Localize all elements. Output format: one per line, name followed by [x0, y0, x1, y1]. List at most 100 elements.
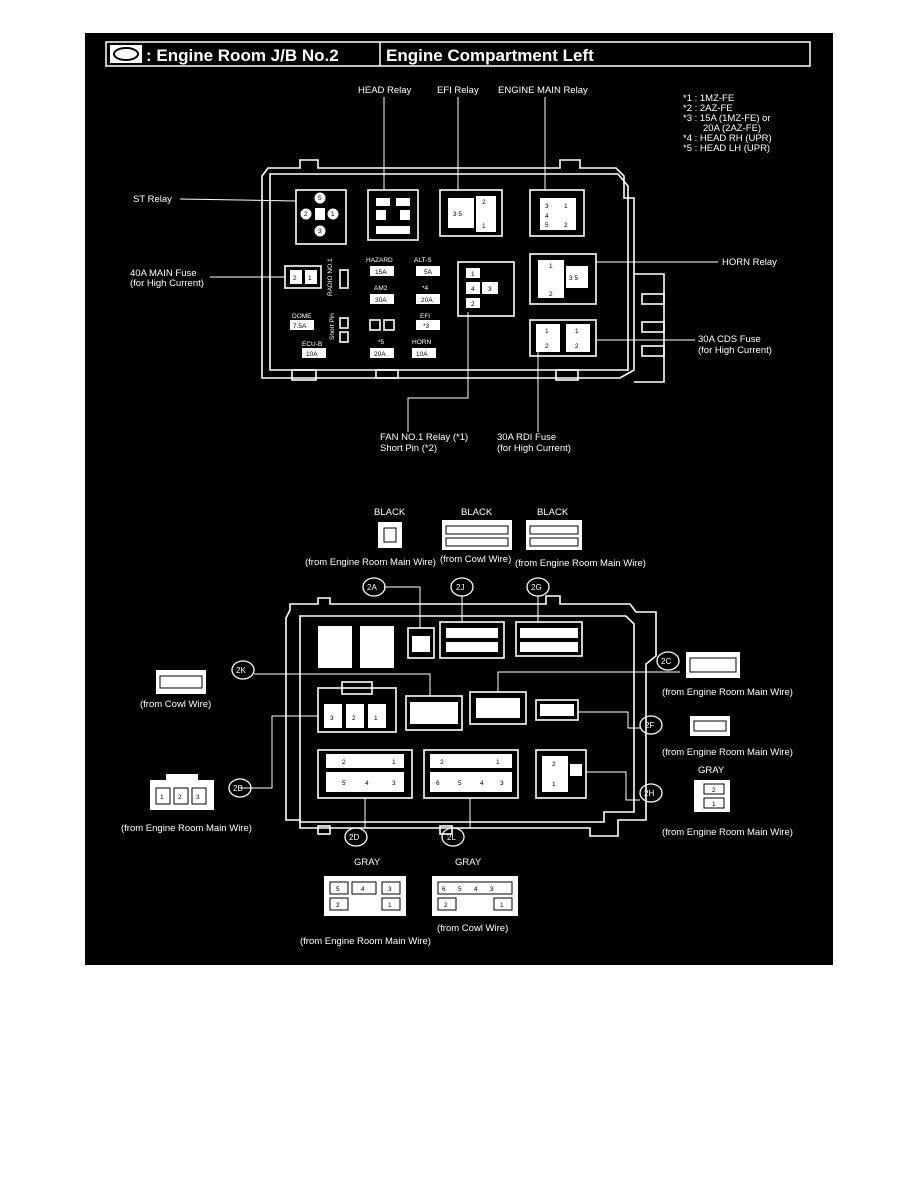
svg-text:6: 6	[442, 886, 446, 893]
am2-fuse-label: AM2	[374, 285, 388, 292]
svg-text:5: 5	[545, 222, 549, 229]
note-5: *5 : HEAD LH (UPR)	[683, 143, 770, 154]
svg-text:2: 2	[352, 715, 356, 722]
connector-2b-face: 1 2 3 (from Engine Room Main Wire)	[121, 774, 252, 834]
horn-fuse-label: HORN	[412, 339, 431, 346]
connector-2g-source: (from Engine Room Main Wire)	[515, 558, 646, 569]
alts-fuse-label: ALT-S	[414, 257, 432, 264]
efi-rating: *3	[423, 323, 430, 330]
svg-text:1: 1	[160, 794, 164, 801]
rdi-fuse-label-2: (for High Current)	[497, 443, 571, 454]
svg-text:4: 4	[480, 780, 484, 787]
footnotes: *1 : 1MZ-FE *2 : 2AZ-FE *3 : 15A (1MZ-FE…	[683, 93, 772, 154]
connector-2h-code: 2H	[639, 783, 663, 803]
main-fuse-label: 40A MAIN Fuse	[130, 268, 197, 279]
svg-text:2B: 2B	[233, 784, 243, 793]
note-2: *2 : 2AZ-FE	[683, 103, 733, 114]
svg-text:3 5: 3 5	[569, 275, 578, 282]
main-fuse-label-2: (for High Current)	[130, 278, 204, 289]
svg-text:2K: 2K	[236, 666, 246, 675]
header-title-right: Engine Compartment Left	[386, 46, 594, 65]
fan-relay-label: FAN NO.1 Relay (*1)	[380, 432, 468, 443]
svg-text:1: 1	[500, 902, 504, 909]
svg-text:3: 3	[318, 228, 322, 235]
star4-fuse-label: *4	[422, 285, 429, 292]
dome-rating: 7.5A	[293, 323, 307, 330]
connector-2l-face: GRAY 6 5 4 3 2 1 (from Cowl Wire)	[432, 857, 518, 934]
connector-leader-lines	[240, 586, 680, 828]
connector-2d-code: 2D	[344, 827, 368, 847]
connector-2g-code: 2G	[526, 577, 550, 597]
svg-text:3: 3	[392, 780, 396, 787]
svg-text:2: 2	[471, 301, 475, 308]
svg-text:4: 4	[365, 780, 369, 787]
connector-2h-face: GRAY 2 1 (from Engine Room Main Wire)	[662, 765, 793, 838]
svg-text:3: 3	[488, 286, 492, 293]
star4-rating: 20A	[421, 297, 433, 304]
cds-fuse-label: 30A CDS Fuse	[698, 334, 761, 345]
svg-text:4: 4	[361, 886, 365, 893]
svg-text:1: 1	[331, 211, 335, 218]
top-view-labels: HEAD Relay EFI Relay ENGINE MAIN Relay S…	[130, 85, 777, 454]
dome-fuse-label: DOME	[292, 313, 312, 320]
svg-text:2C: 2C	[661, 657, 671, 666]
head-relay-label: HEAD Relay	[358, 85, 412, 96]
connector-codes: 2A 2J 2G 2K 2C 2F 2B 2H	[228, 577, 680, 847]
svg-text:2: 2	[178, 794, 182, 801]
star5-fuse-label: *5	[378, 339, 385, 346]
svg-text:5: 5	[458, 780, 462, 787]
connector-2c-code: 2C	[656, 651, 680, 671]
engine-main-relay-label: ENGINE MAIN Relay	[498, 85, 588, 96]
svg-text:2: 2	[293, 275, 297, 282]
radio-no1-label: RADIO NO.1	[327, 258, 334, 296]
svg-text:3: 3	[196, 794, 200, 801]
svg-text:3 5: 3 5	[453, 211, 462, 218]
ecub-rating: 10A	[306, 351, 318, 358]
svg-text:4: 4	[474, 886, 478, 893]
connector-2k-code: 2K	[231, 660, 255, 680]
connector-2l-color: GRAY	[455, 857, 482, 868]
connector-2k-source: (from Cowl Wire)	[140, 699, 211, 710]
svg-text:1: 1	[308, 275, 312, 282]
svg-text:1: 1	[552, 781, 556, 788]
connector-2d-source: (from Engine Room Main Wire)	[300, 936, 431, 947]
svg-text:1: 1	[392, 759, 396, 766]
connector-2c-face: (from Engine Room Main Wire)	[662, 652, 793, 698]
svg-text:2: 2	[575, 343, 579, 350]
svg-text:2: 2	[342, 759, 346, 766]
svg-text:2: 2	[304, 211, 308, 218]
svg-text:1: 1	[482, 223, 486, 230]
svg-text:1: 1	[388, 902, 392, 909]
svg-text:2: 2	[712, 787, 716, 794]
svg-text:3: 3	[545, 203, 549, 210]
connector-2d-face: GRAY 5 4 3 2 1 (from Engine Room Main Wi…	[300, 857, 431, 947]
svg-text:1: 1	[545, 328, 549, 335]
svg-text:2: 2	[564, 222, 568, 229]
svg-text:1: 1	[496, 759, 500, 766]
jb-top-view: 5 2 1 3 3 5 2 1 3 1 4 5 2 2 1 RADIO NO.1	[261, 159, 665, 383]
connector-2j-face: BLACK (from Cowl Wire)	[440, 507, 512, 565]
horn-rating: 10A	[416, 351, 428, 358]
efi-fuse-label: EFI	[420, 313, 430, 320]
svg-text:5: 5	[318, 195, 322, 202]
svg-text:4: 4	[471, 286, 475, 293]
connector-2j-color: BLACK	[461, 507, 493, 518]
svg-text:1: 1	[374, 715, 378, 722]
connector-2a-color: BLACK	[374, 507, 406, 518]
svg-text:2H: 2H	[644, 789, 654, 798]
svg-text:1: 1	[471, 271, 475, 278]
svg-text:2: 2	[545, 343, 549, 350]
connector-2b-source: (from Engine Room Main Wire)	[121, 823, 252, 834]
connector-2f-face: (from Engine Room Main Wire)	[662, 716, 793, 758]
svg-text:5: 5	[458, 886, 462, 893]
connector-2g-color: BLACK	[537, 507, 569, 518]
svg-text:2F: 2F	[645, 721, 654, 730]
svg-text:4: 4	[545, 213, 549, 220]
rdi-fuse-label: 30A RDI Fuse	[497, 432, 556, 443]
hazard-fuse-label: HAZARD	[366, 257, 393, 264]
svg-text:2: 2	[549, 291, 553, 298]
hazard-rating: 15A	[375, 269, 387, 276]
svg-text:5: 5	[342, 780, 346, 787]
svg-text:1: 1	[564, 203, 568, 210]
connector-2d-color: GRAY	[354, 857, 381, 868]
